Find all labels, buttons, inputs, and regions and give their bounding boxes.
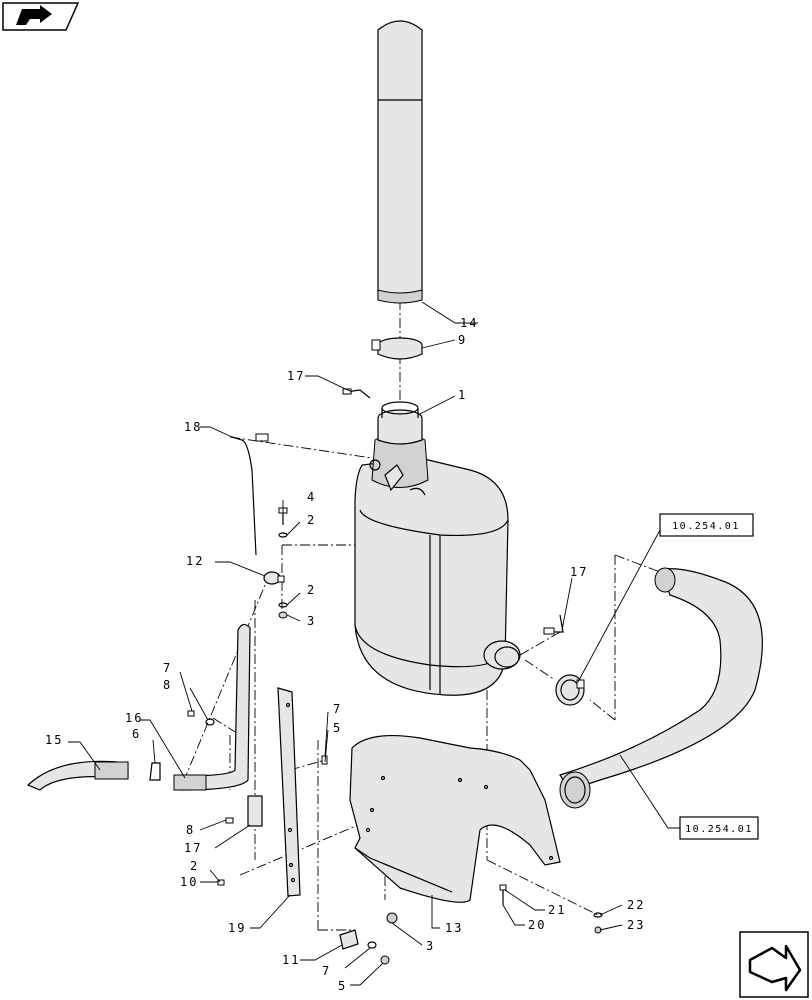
callout-2-b: 2 [307,583,316,597]
callout-5-a: 5 [333,721,342,735]
washer-7-c [367,941,377,949]
callout-7-c: 7 [322,964,331,978]
bolt-21 [499,884,507,905]
reference-box-upper[interactable]: 10.254.01 [659,513,754,537]
sensor-right [543,614,564,635]
hose-clip-6 [149,762,161,781]
hose-15 [26,760,129,791]
reference-box-lower[interactable]: 10.254.01 [679,816,759,840]
reference-label: 10.254.01 [672,521,740,532]
nut-3-a [278,611,288,619]
callout-17-top: 17 [287,369,305,383]
callout-19: 19 [228,921,246,935]
exhaust-elbow-pipe [559,567,763,809]
callout-17-right: 17 [570,565,588,579]
callout-1: 1 [458,388,467,402]
mounting-bracket [277,687,301,897]
sensor-top [342,388,371,399]
callout-5-b: 5 [338,979,347,993]
washer-7-a [205,718,215,726]
washer-2-a [278,532,288,538]
clamp-11 [339,929,359,950]
bolt-10 [217,879,225,886]
screw-8-a [187,710,195,717]
muffler [354,401,521,696]
leader-lines [68,301,680,986]
band-clamp-right [555,674,585,706]
clip-17-bottom [247,795,263,827]
band-clamp-top [371,337,423,360]
screw-8-b [225,817,234,824]
callout-7-b: 7 [333,702,342,716]
next-page-icon[interactable] [739,931,809,998]
callout-15: 15 [45,733,63,747]
callout-14: 14 [460,316,478,330]
callout-13: 13 [445,921,463,935]
callout-6: 6 [132,727,141,741]
callout-labels: 14 9 17 1 18 4 2 12 2 3 17 7 8 16 15 6 7… [45,316,645,993]
callout-23: 23 [627,918,645,932]
callout-3-b: 3 [426,939,435,953]
callout-8-b: 8 [186,823,195,837]
washer-2-b [278,602,288,608]
nut-3-b [386,912,398,924]
callout-16: 16 [125,711,143,725]
callout-21: 21 [548,903,566,917]
tail-pipe [377,20,423,304]
heat-shield [349,734,561,903]
callout-9-top: 9 [458,333,467,347]
callout-18: 18 [184,420,202,434]
callout-2-c: 2 [190,859,199,873]
callout-12: 12 [186,554,204,568]
callout-10: 10 [180,875,198,889]
clamp-12 [263,571,285,585]
callout-3-a: 3 [307,614,316,628]
washer-22 [593,912,603,918]
reference-label: 10.254.01 [685,824,753,835]
callout-11: 11 [282,953,300,967]
callout-7-a: 7 [163,661,172,675]
callout-22: 22 [627,898,645,912]
page-back-icon[interactable] [2,2,80,31]
callout-4: 4 [307,490,316,504]
callout-8-a: 8 [163,678,172,692]
callout-2-a: 2 [307,513,316,527]
drain-pipe [173,623,251,791]
nut-5-b [380,955,390,965]
callout-17-bottom: 17 [184,841,202,855]
callout-20: 20 [528,918,546,932]
sensor-cable [231,433,269,556]
screw-7-b [321,755,328,765]
